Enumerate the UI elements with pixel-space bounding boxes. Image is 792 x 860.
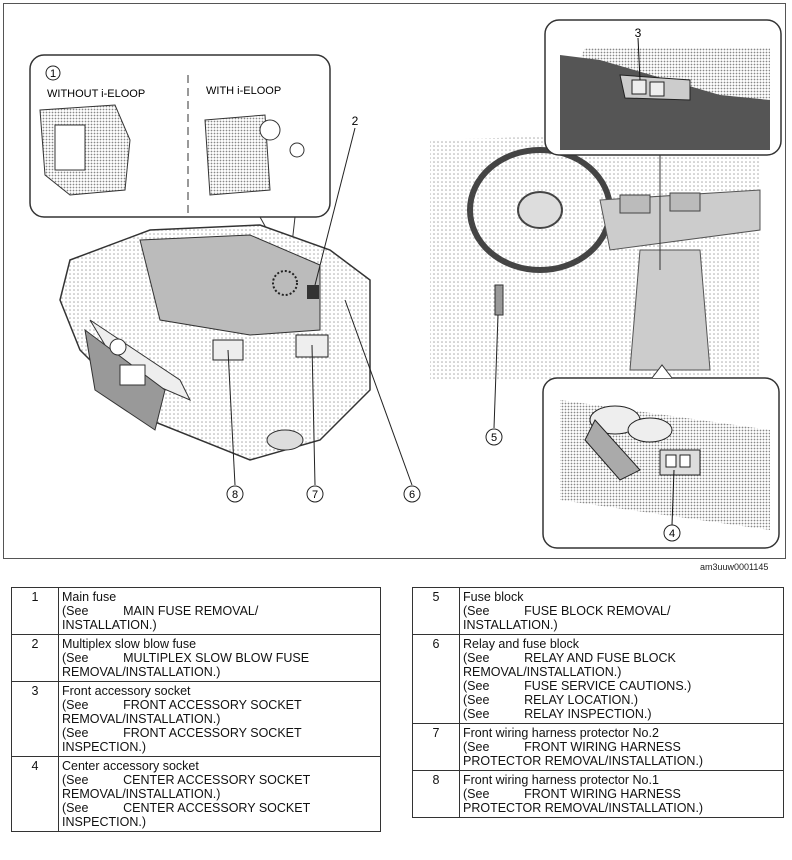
svg-text:5: 5: [491, 432, 497, 444]
legend-reference: (See CENTER ACCESSORY SOCKET: [62, 801, 311, 815]
legend-reference: REMOVAL/INSTALLATION.): [62, 712, 221, 726]
callout-4: 4: [663, 524, 681, 542]
callout-1: 1: [45, 65, 61, 81]
legend-table-right: 5 Fuse block (See FUSE BLOCK REMOVAL/ IN…: [412, 587, 784, 818]
with-i-eloop-label: WITH i-ELOOP: [206, 85, 281, 97]
legend-number: 1: [11, 587, 59, 635]
legend-reference: (See RELAY INSPECTION.): [463, 707, 652, 721]
legend-description: Main fuse (See MAIN FUSE REMOVAL/ INSTAL…: [58, 587, 381, 635]
legend-row: 3 Front accessory socket (See FRONT ACCE…: [11, 681, 381, 757]
car-front-view: [59, 224, 371, 461]
legend-title: Front wiring harness protector No.1: [463, 773, 659, 787]
interior-view: [430, 130, 761, 380]
without-i-eloop-label: WITHOUT i-ELOOP: [47, 88, 145, 100]
legend-number: 3: [11, 681, 59, 757]
legend-table-left: 1 Main fuse (See MAIN FUSE REMOVAL/ INST…: [11, 587, 381, 832]
main-fuse-callout-balloon: [29, 54, 331, 263]
legend-description: Relay and fuse block (See RELAY AND FUSE…: [459, 634, 784, 724]
front-accessory-socket-inset: [544, 19, 782, 270]
legend-title: Front wiring harness protector No.2: [463, 726, 659, 740]
legend-description: Center accessory socket (See CENTER ACCE…: [58, 756, 381, 832]
legend-reference: PROTECTOR REMOVAL/INSTALLATION.): [463, 754, 704, 768]
legend-reference: INSPECTION.): [62, 740, 147, 754]
callout-8: 8: [226, 485, 244, 503]
legend-reference: (See FRONT ACCESSORY SOCKET: [62, 698, 302, 712]
legend-row: 6 Relay and fuse block (See RELAY AND FU…: [412, 634, 784, 724]
callout-7: 7: [306, 485, 324, 503]
legend-reference: (See FUSE SERVICE CAUTIONS.): [463, 679, 692, 693]
legend-reference: (See CENTER ACCESSORY SOCKET: [62, 773, 311, 787]
legend-reference: (See MAIN FUSE REMOVAL/: [62, 604, 259, 618]
legend-description: Multiplex slow blow fuse (See MULTIPLEX …: [58, 634, 381, 682]
legend-description: Front wiring harness protector No.1 (See…: [459, 770, 784, 818]
legend-number: 7: [412, 723, 460, 771]
legend-reference: (See FUSE BLOCK REMOVAL/: [463, 604, 671, 618]
legend-number: 5: [412, 587, 460, 635]
legend-number: 2: [11, 634, 59, 682]
legend-number: 6: [412, 634, 460, 724]
legend-reference: INSTALLATION.): [463, 618, 558, 632]
legend-row: 7 Front wiring harness protector No.2 (S…: [412, 723, 784, 771]
legend-reference: REMOVAL/INSTALLATION.): [463, 665, 622, 679]
legend-reference: REMOVAL/INSTALLATION.): [62, 665, 221, 679]
svg-text:8: 8: [232, 489, 238, 501]
legend-number: 8: [412, 770, 460, 818]
legend-number: 4: [11, 756, 59, 832]
legend-description: Fuse block (See FUSE BLOCK REMOVAL/ INST…: [459, 587, 784, 635]
center-accessory-socket-inset: [542, 364, 780, 549]
legend-row: 4 Center accessory socket (See CENTER AC…: [11, 756, 381, 832]
legend-reference: (See RELAY LOCATION.): [463, 693, 639, 707]
svg-text:4: 4: [669, 528, 675, 540]
legend-title: Front accessory socket: [62, 684, 191, 698]
legend-reference: REMOVAL/INSTALLATION.): [62, 787, 221, 801]
legend-row: 1 Main fuse (See MAIN FUSE REMOVAL/ INST…: [11, 587, 381, 635]
callout-6: 6: [403, 485, 421, 503]
leader-lines: [227, 127, 499, 486]
legend-reference: (See FRONT ACCESSORY SOCKET: [62, 726, 302, 740]
figure-frame: [3, 3, 786, 559]
legend-row: 8 Front wiring harness protector No.1 (S…: [412, 770, 784, 818]
legend-description: Front accessory socket (See FRONT ACCESS…: [58, 681, 381, 757]
legend-title: Multiplex slow blow fuse: [62, 637, 197, 651]
legend-reference: (See RELAY AND FUSE BLOCK: [463, 651, 676, 665]
legend-reference: INSPECTION.): [62, 815, 147, 829]
legend-row: 2 Multiplex slow blow fuse (See MULTIPLE…: [11, 634, 381, 682]
legend-reference: PROTECTOR REMOVAL/INSTALLATION.): [463, 801, 704, 815]
svg-text:7: 7: [312, 489, 318, 501]
legend-reference: (See MULTIPLEX SLOW BLOW FUSE: [62, 651, 310, 665]
figure-code: am3uuw0001145: [700, 562, 769, 572]
legend-title: Relay and fuse block: [463, 637, 580, 651]
legend-title: Fuse block: [463, 590, 524, 604]
legend-title: Main fuse: [62, 590, 117, 604]
legend-reference: INSTALLATION.): [62, 618, 157, 632]
svg-text:1: 1: [50, 68, 56, 80]
legend-title: Center accessory socket: [62, 759, 199, 773]
callout-2: 2: [352, 114, 359, 128]
legend-description: Front wiring harness protector No.2 (See…: [459, 723, 784, 771]
legend-reference: (See FRONT WIRING HARNESS: [463, 787, 681, 801]
svg-text:6: 6: [409, 489, 415, 501]
callout-5: 5: [485, 428, 503, 446]
legend-reference: (See FRONT WIRING HARNESS: [463, 740, 681, 754]
fuse-location-diagram: 1 WITHOUT i-ELOOP WITH i-ELOOP 2 3 4 5 6…: [29, 19, 782, 549]
legend-row: 5 Fuse block (See FUSE BLOCK REMOVAL/ IN…: [412, 587, 784, 635]
callout-3: 3: [635, 26, 642, 40]
